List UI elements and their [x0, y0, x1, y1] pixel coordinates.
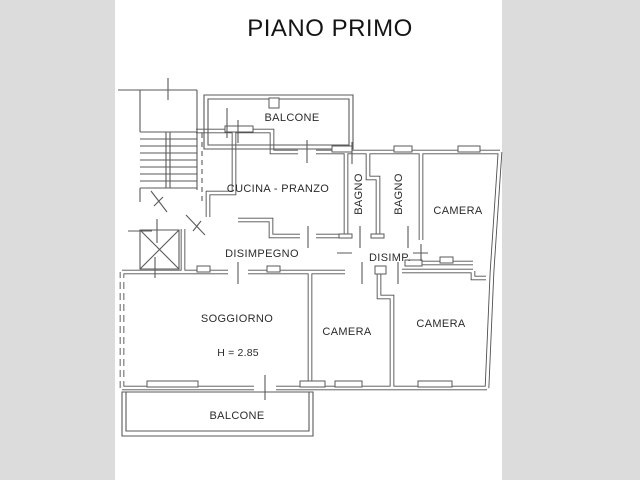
room-label-kitchen: CUCINA - PRANZO	[227, 183, 330, 195]
staircase-symbol	[118, 78, 206, 236]
balcony-top-outline	[203, 94, 354, 150]
pillar-symbol	[268, 97, 280, 109]
room-label-balcony-top: BALCONE	[264, 112, 319, 124]
elevator-symbol	[128, 219, 180, 278]
room-label-hallway: DISIMPEGNO	[225, 248, 299, 260]
room-label-living: SOGGIORNO	[201, 313, 273, 325]
room-label-bath2: BAGNO	[393, 173, 405, 215]
room-label-hallway-small: DISIMP.	[369, 252, 411, 264]
room-label-bedroom-ne: CAMERA	[433, 205, 482, 217]
room-label-balcony-bottom: BALCONE	[209, 410, 264, 422]
page-title: PIANO PRIMO	[247, 15, 413, 42]
room-label-bath1: BAGNO	[353, 173, 365, 215]
balcony-bottom-outline	[121, 391, 314, 437]
room-label-bedroom-s: CAMERA	[322, 326, 371, 338]
room-label-bedroom-se: CAMERA	[416, 318, 465, 330]
ceiling-height-label: H = 2.85	[217, 347, 259, 359]
door-tick-marks	[226, 108, 428, 400]
